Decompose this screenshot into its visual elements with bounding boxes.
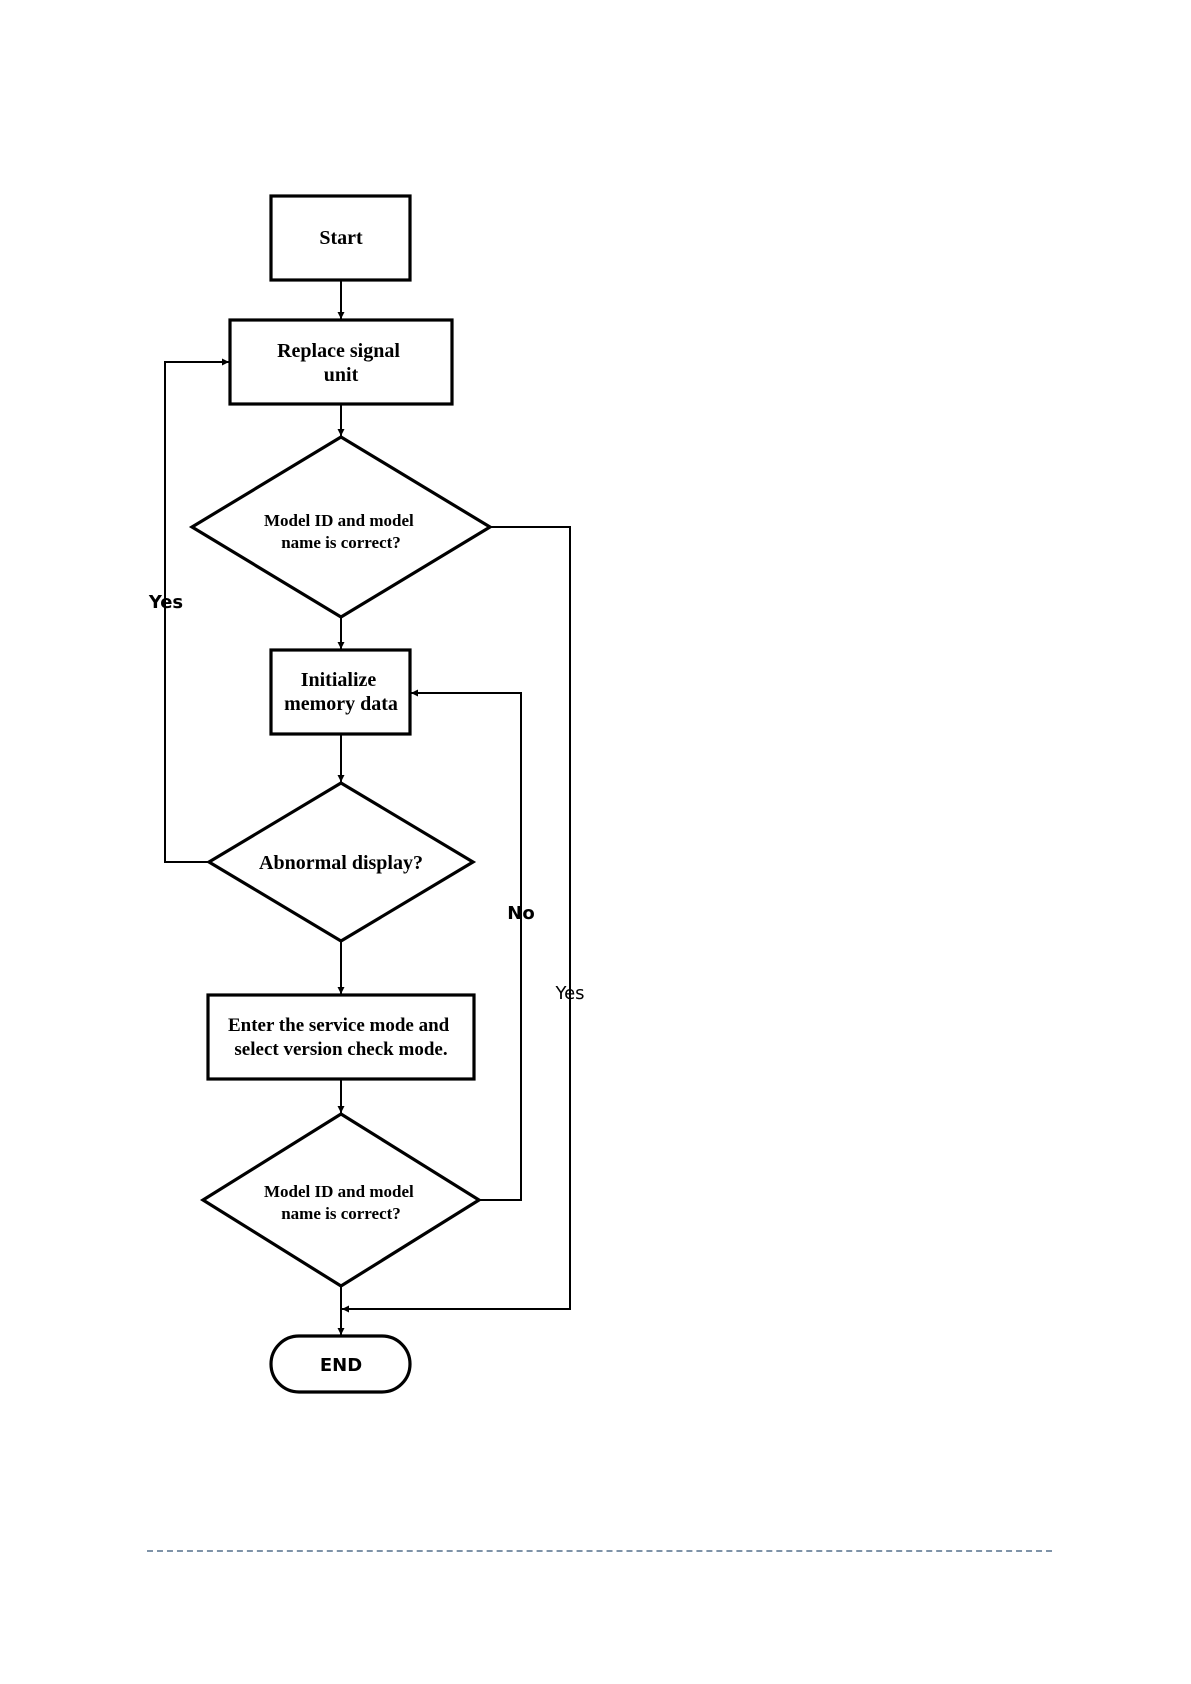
footer-divider xyxy=(147,1550,1052,1552)
arrow-check2-no-loop xyxy=(411,693,521,1200)
end-label: END xyxy=(320,1355,362,1376)
abnormal-display-label: Abnormal display? xyxy=(259,852,423,874)
start-label: Start xyxy=(319,227,363,249)
initialize-memory-box xyxy=(271,650,410,734)
replace-signal-unit-box xyxy=(230,320,452,404)
edge-label-retry-no: No xyxy=(507,903,534,924)
edge-label-loop-yes: Yes xyxy=(148,592,183,613)
edge-label-skip-yes: Yes xyxy=(554,983,584,1004)
service-mode-box xyxy=(208,995,474,1079)
